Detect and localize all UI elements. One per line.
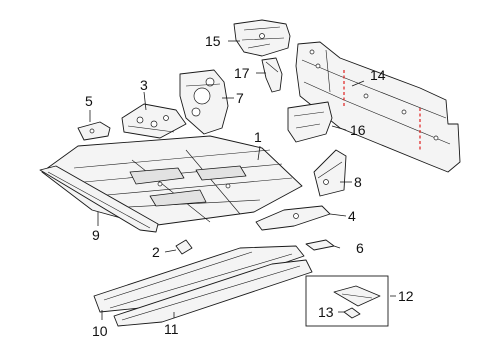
inset-box-12-13 (305, 275, 389, 327)
part-2-clip[interactable] (175, 239, 193, 255)
part-13-clip[interactable] (343, 307, 361, 319)
part-14-side-member[interactable] (295, 41, 461, 173)
callout-16: 16 (350, 122, 366, 138)
callout-13: 13 (318, 304, 334, 320)
part-3-reinforcement[interactable] (121, 103, 187, 139)
part-12-plate[interactable] (333, 285, 381, 307)
part-4-crossmember[interactable] (255, 205, 331, 231)
callout-5: 5 (85, 93, 93, 109)
part-6-bracket[interactable] (305, 239, 335, 251)
part-15-bracket[interactable] (233, 19, 291, 57)
part-11-sill[interactable] (113, 259, 313, 327)
callout-12: 12 (398, 288, 414, 304)
part-10-sill[interactable] (93, 245, 305, 313)
callout-6: 6 (356, 240, 364, 256)
callout-3: 3 (140, 77, 148, 93)
callout-15: 15 (205, 33, 221, 49)
part-17-bracket[interactable] (261, 57, 283, 93)
callout-11: 11 (164, 321, 179, 337)
callout-4: 4 (348, 208, 356, 224)
part-16-panel[interactable] (287, 101, 333, 143)
callout-14: 14 (370, 67, 386, 83)
part-9-rail[interactable] (39, 165, 159, 233)
callout-17: 17 (234, 65, 250, 81)
callout-9: 9 (92, 227, 100, 243)
part-5-bracket[interactable] (77, 121, 111, 141)
callout-10: 10 (92, 323, 108, 339)
callout-2: 2 (152, 244, 160, 260)
callout-1: 1 (254, 129, 262, 145)
leader-lines (89, 40, 396, 320)
part-8-bracket[interactable] (313, 149, 347, 197)
callout-8: 8 (354, 174, 362, 190)
callout-7: 7 (236, 90, 244, 106)
part-7-housing[interactable] (179, 69, 229, 135)
